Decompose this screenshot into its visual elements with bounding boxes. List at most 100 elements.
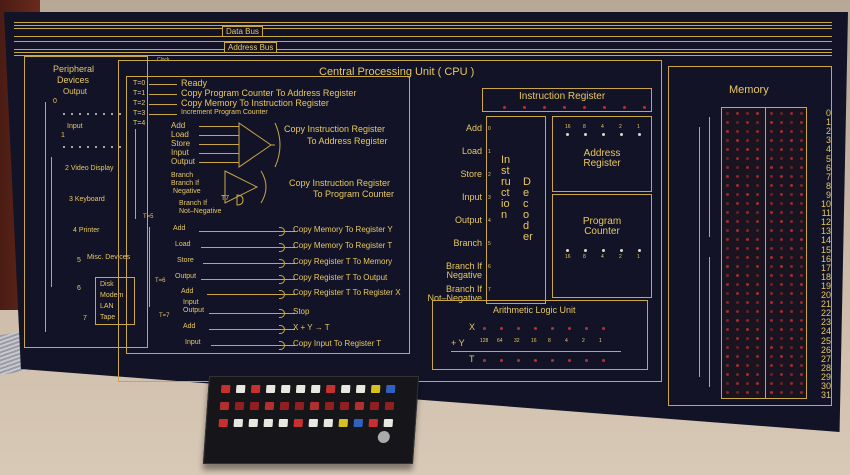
memory-led bbox=[780, 220, 783, 223]
keypad-button[interactable] bbox=[278, 419, 289, 427]
keypad-button[interactable] bbox=[353, 419, 364, 427]
keypad-button[interactable] bbox=[234, 402, 245, 410]
memory-led bbox=[800, 202, 803, 205]
led bbox=[71, 146, 73, 148]
memory-led bbox=[726, 121, 729, 124]
keypad-button[interactable] bbox=[250, 385, 261, 393]
memory-led bbox=[790, 229, 793, 232]
t4-input: Store bbox=[171, 139, 191, 148]
keypad-button[interactable] bbox=[310, 385, 321, 393]
memory-led bbox=[746, 148, 749, 151]
memory-led bbox=[800, 337, 803, 340]
memory-led bbox=[756, 229, 759, 232]
memory-led bbox=[790, 346, 793, 349]
bit-weight: 16 bbox=[565, 254, 571, 260]
keypad-button[interactable] bbox=[263, 419, 274, 427]
led bbox=[620, 133, 623, 136]
memory-led bbox=[770, 130, 773, 133]
memory-led bbox=[726, 373, 729, 376]
memory-led bbox=[770, 121, 773, 124]
keypad-button[interactable] bbox=[340, 385, 351, 393]
keypad-button[interactable] bbox=[264, 402, 275, 410]
bit-weight: 1 bbox=[599, 338, 602, 344]
keypad-button[interactable] bbox=[235, 385, 246, 393]
device-misc: Misc. Devices bbox=[87, 254, 131, 261]
keypad-button[interactable] bbox=[295, 385, 306, 393]
keypad-button[interactable] bbox=[324, 402, 335, 410]
bit-weight: 8 bbox=[548, 338, 551, 344]
keypad-button[interactable] bbox=[265, 385, 276, 393]
memory-led bbox=[756, 373, 759, 376]
keypad-button[interactable] bbox=[233, 419, 244, 427]
memory-led bbox=[746, 391, 749, 394]
misc-lan: LAN bbox=[100, 303, 114, 310]
keypad-button[interactable] bbox=[323, 419, 334, 427]
keypad-button[interactable] bbox=[279, 402, 290, 410]
keypad-button[interactable] bbox=[370, 385, 381, 393]
memory-led bbox=[746, 130, 749, 133]
keypad-button[interactable] bbox=[384, 402, 395, 410]
keypad-button[interactable] bbox=[325, 385, 336, 393]
memory-led bbox=[800, 238, 803, 241]
memory-led bbox=[756, 319, 759, 322]
keypad-button[interactable] bbox=[369, 402, 380, 410]
memory-address: 4 bbox=[825, 144, 831, 155]
memory-led bbox=[780, 166, 783, 169]
micro-op-output: X + Y → T bbox=[293, 323, 330, 332]
memory-led bbox=[726, 355, 729, 358]
keypad-button[interactable] bbox=[293, 419, 304, 427]
memory-led bbox=[800, 256, 803, 259]
opcode-number: 0 bbox=[488, 126, 491, 132]
control-keypad[interactable] bbox=[202, 376, 420, 464]
memory-led bbox=[756, 157, 759, 160]
memory-led bbox=[746, 229, 749, 232]
opcode-number: 5 bbox=[488, 241, 491, 247]
keypad-button[interactable] bbox=[385, 385, 396, 393]
memory-led bbox=[790, 247, 793, 250]
memory-led bbox=[790, 175, 793, 178]
keypad-button[interactable] bbox=[354, 402, 365, 410]
memory-led bbox=[770, 283, 773, 286]
led bbox=[483, 327, 486, 330]
keypad-button[interactable] bbox=[248, 419, 259, 427]
opcode-number: 4 bbox=[488, 218, 491, 224]
memory-led bbox=[790, 283, 793, 286]
keypad-button[interactable] bbox=[383, 419, 394, 427]
memory-led bbox=[780, 274, 783, 277]
memory-led bbox=[726, 193, 729, 196]
keypad-button[interactable] bbox=[338, 419, 349, 427]
memory-address: 15 bbox=[820, 244, 831, 255]
memory-led bbox=[800, 310, 803, 313]
branch-action-line1: Copy Instruction Register bbox=[289, 178, 391, 188]
decoder-label-decoder: Decoder bbox=[523, 176, 533, 243]
led bbox=[568, 327, 571, 330]
memory-led bbox=[746, 139, 749, 142]
alu-label: Arithmetic Logic Unit bbox=[493, 305, 576, 315]
keypad-button[interactable] bbox=[309, 402, 320, 410]
keypad-button[interactable] bbox=[339, 402, 350, 410]
memory-led bbox=[726, 310, 729, 313]
memory-led bbox=[780, 247, 783, 250]
keypad-button[interactable] bbox=[280, 385, 291, 393]
memory-led bbox=[726, 319, 729, 322]
keypad-button[interactable] bbox=[219, 402, 230, 410]
keypad-button[interactable] bbox=[294, 402, 305, 410]
memory-led bbox=[736, 121, 739, 124]
memory-led bbox=[736, 391, 739, 394]
led bbox=[643, 106, 646, 109]
keypad-knob[interactable] bbox=[377, 431, 391, 443]
memory-led bbox=[780, 346, 783, 349]
memory-led bbox=[756, 382, 759, 385]
keypad-button[interactable] bbox=[308, 419, 319, 427]
keypad-button[interactable] bbox=[218, 419, 229, 427]
keypad-button[interactable] bbox=[368, 419, 379, 427]
keypad-button[interactable] bbox=[249, 402, 260, 410]
keypad-button[interactable] bbox=[220, 385, 231, 393]
memory-led bbox=[780, 121, 783, 124]
opcode-number: 6 bbox=[488, 264, 491, 270]
memory-led bbox=[770, 220, 773, 223]
memory-led bbox=[800, 301, 803, 304]
keypad-button[interactable] bbox=[355, 385, 366, 393]
memory-grid bbox=[721, 107, 807, 399]
